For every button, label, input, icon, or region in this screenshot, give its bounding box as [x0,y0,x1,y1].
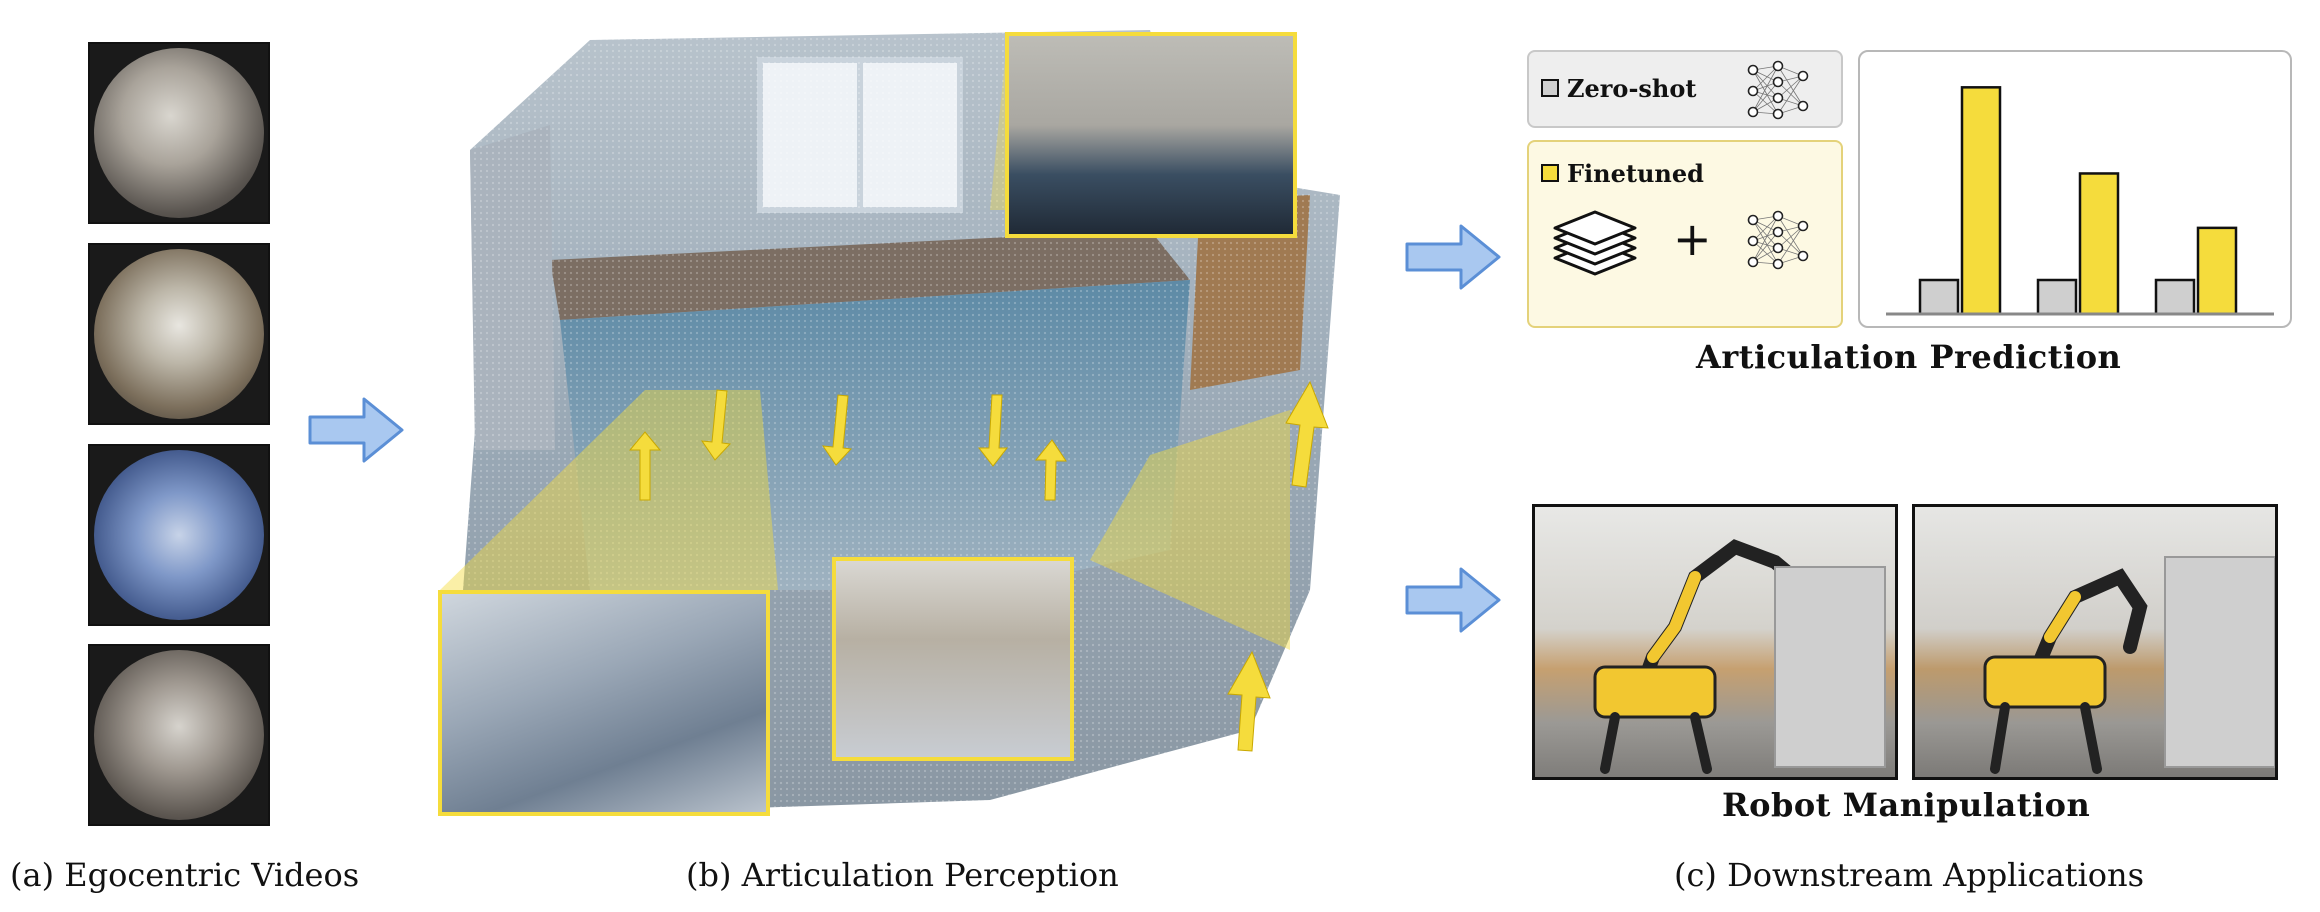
block-arrow-right-icon [1405,224,1501,290]
robot-photo-1 [1532,504,1898,780]
arrow-down-icon [821,394,853,466]
heading-articulation-prediction: Articulation Prediction [1696,338,2122,376]
legend-finetuned: Finetuned + [1527,140,1843,328]
caption-a: (a) Egocentric Videos [10,856,360,894]
block-arrow-right-icon [308,397,404,463]
legend-zero-shot: Zero-shot [1527,50,1843,128]
fisheye-image [94,450,264,620]
inset-top-right [1005,32,1297,238]
plus-sign: + [1673,212,1712,266]
block-arrow-right-icon [1405,567,1501,633]
arrow-down-icon [700,389,732,461]
finetuned-label: Finetuned [1567,159,1704,188]
robot-photo-2 [1912,504,2278,780]
inset-bottom-left [438,590,770,816]
finetuned-swatch [1541,164,1559,182]
egocentric-frame-4 [88,644,270,826]
inset-bottom-middle [832,557,1074,761]
egocentric-frame-2 [88,243,270,425]
zero-shot-label: Zero-shot [1567,74,1697,103]
heading-robot-manipulation: Robot Manipulation [1722,786,2091,824]
fisheye-image [94,650,264,820]
egocentric-frame-3 [88,444,270,626]
articulation-arrows [628,380,1329,752]
arrow-up-icon [628,431,662,501]
arrow-down-icon [977,394,1009,467]
bar-finetuned-2 [2078,172,2120,316]
bar-finetuned-3 [2196,226,2238,316]
bar-zero-shot-3 [2154,278,2196,316]
arrow-up-icon [1285,380,1329,488]
fisheye-image [94,249,264,419]
robot-arm-illustration [1593,539,1886,774]
caption-b: (b) Articulation Perception [686,856,1119,894]
arrow-up-icon [1034,439,1067,501]
neural-network-icon [1747,60,1809,120]
zero-shot-swatch [1541,79,1559,97]
bar-finetuned-1 [1960,86,2002,316]
egocentric-frame-1 [88,42,270,224]
robot-arm-illustration [1983,556,2275,774]
neural-network-icon [1747,210,1809,270]
caption-c: (c) Downstream Applications [1674,856,2145,894]
bar-zero-shot-2 [2036,278,2078,316]
bar-chart-panel [1858,50,2292,328]
fisheye-image [94,48,264,218]
stacked-layers-icon [1553,210,1637,276]
arrow-up-icon [1227,650,1271,752]
bar-zero-shot-1 [1918,278,1960,316]
bar-chart [1886,86,2274,316]
